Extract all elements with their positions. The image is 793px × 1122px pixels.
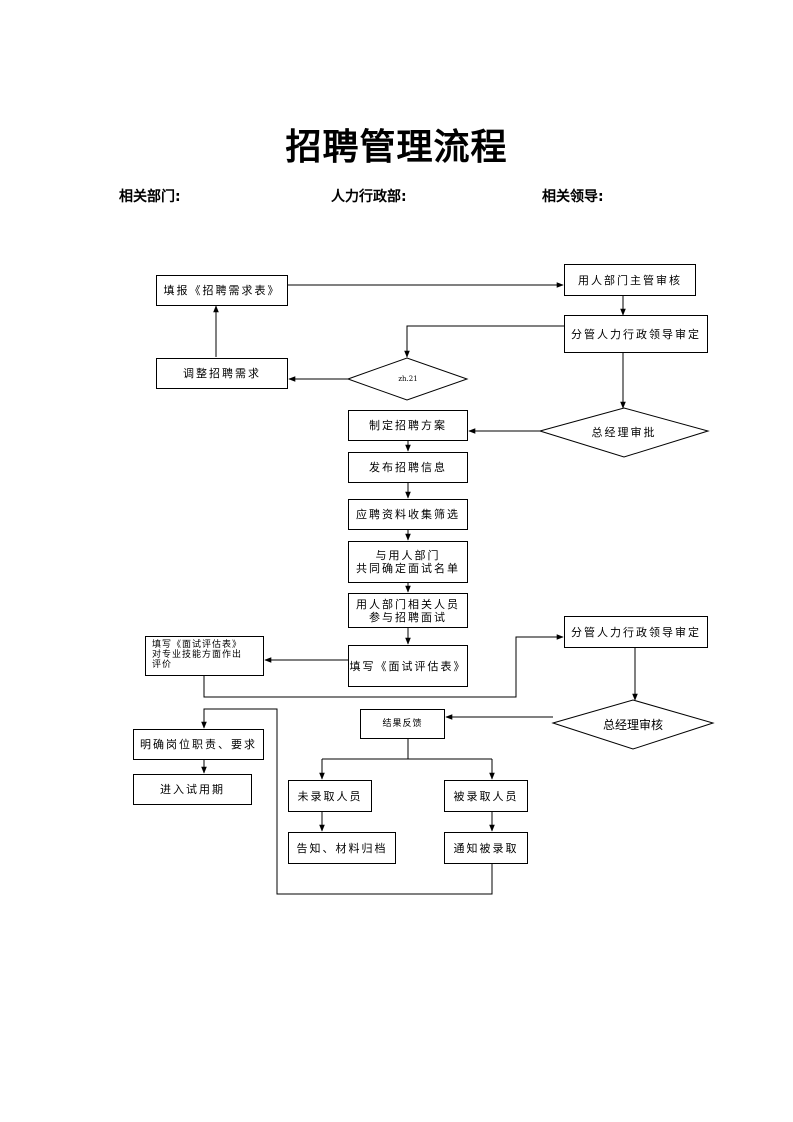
decision-small-diamond — [346, 357, 469, 401]
edge-lefteval-to-hrleader2 — [203, 634, 564, 698]
related-dept-label: 相关部门: — [119, 189, 181, 205]
edge-notify-to-clarify — [201, 708, 493, 895]
interview-box: 用人部门相关人员 参与招聘面试 — [348, 593, 468, 628]
gm-review-label: 总经理审核 — [602, 717, 663, 732]
notify-archive-box: 告知、材料归档 — [288, 832, 396, 864]
collect-screen-box: 应聘资料收集筛选 — [348, 499, 468, 530]
page-title: 招聘管理流程 — [285, 127, 508, 168]
publish-info-box: 发布招聘信息 — [348, 452, 468, 483]
probation-box: 进入试用期 — [133, 774, 252, 805]
notify-hired-box: 通知被录取 — [444, 832, 528, 864]
confirm-list-box: 与用人部门 共同确定面试名单 — [348, 541, 468, 583]
adjust-request-box: 调整招聘需求 — [156, 358, 288, 389]
fill-request-box: 填报《招聘需求表》 — [156, 275, 288, 306]
gm-approve-label: 总经理审批 — [591, 426, 657, 439]
dept-head-review-box: 用人部门主管审核 — [564, 264, 696, 296]
related-leader-label: 相关领导: — [542, 189, 604, 205]
make-plan-box: 制定招聘方案 — [348, 410, 468, 441]
result-feedback-box: 结果反馈 — [360, 709, 445, 739]
hr-leader-approve-box-2: 分管人力行政领导审定 — [564, 616, 708, 648]
clarify-duties-box: 明确岗位职责、要求 — [133, 729, 264, 760]
fill-eval-left-box: 填写《面试评估表》 对专业技能方面作出 评价 — [145, 636, 264, 676]
hr-dept-label: 人力行政部: — [331, 189, 407, 205]
hired-box: 被录取人员 — [444, 780, 528, 812]
edge-hrleader-to-decision — [404, 325, 564, 358]
not-hired-box: 未录取人员 — [288, 780, 372, 812]
fill-eval-box: 填写《面试评估表》 — [348, 645, 468, 687]
hr-leader-approve-box-1: 分管人力行政领导审定 — [564, 315, 708, 353]
decision-small-label: zh.21 — [398, 375, 418, 383]
gm-review-diamond — [551, 699, 715, 750]
gm-approve-diamond — [538, 407, 710, 458]
